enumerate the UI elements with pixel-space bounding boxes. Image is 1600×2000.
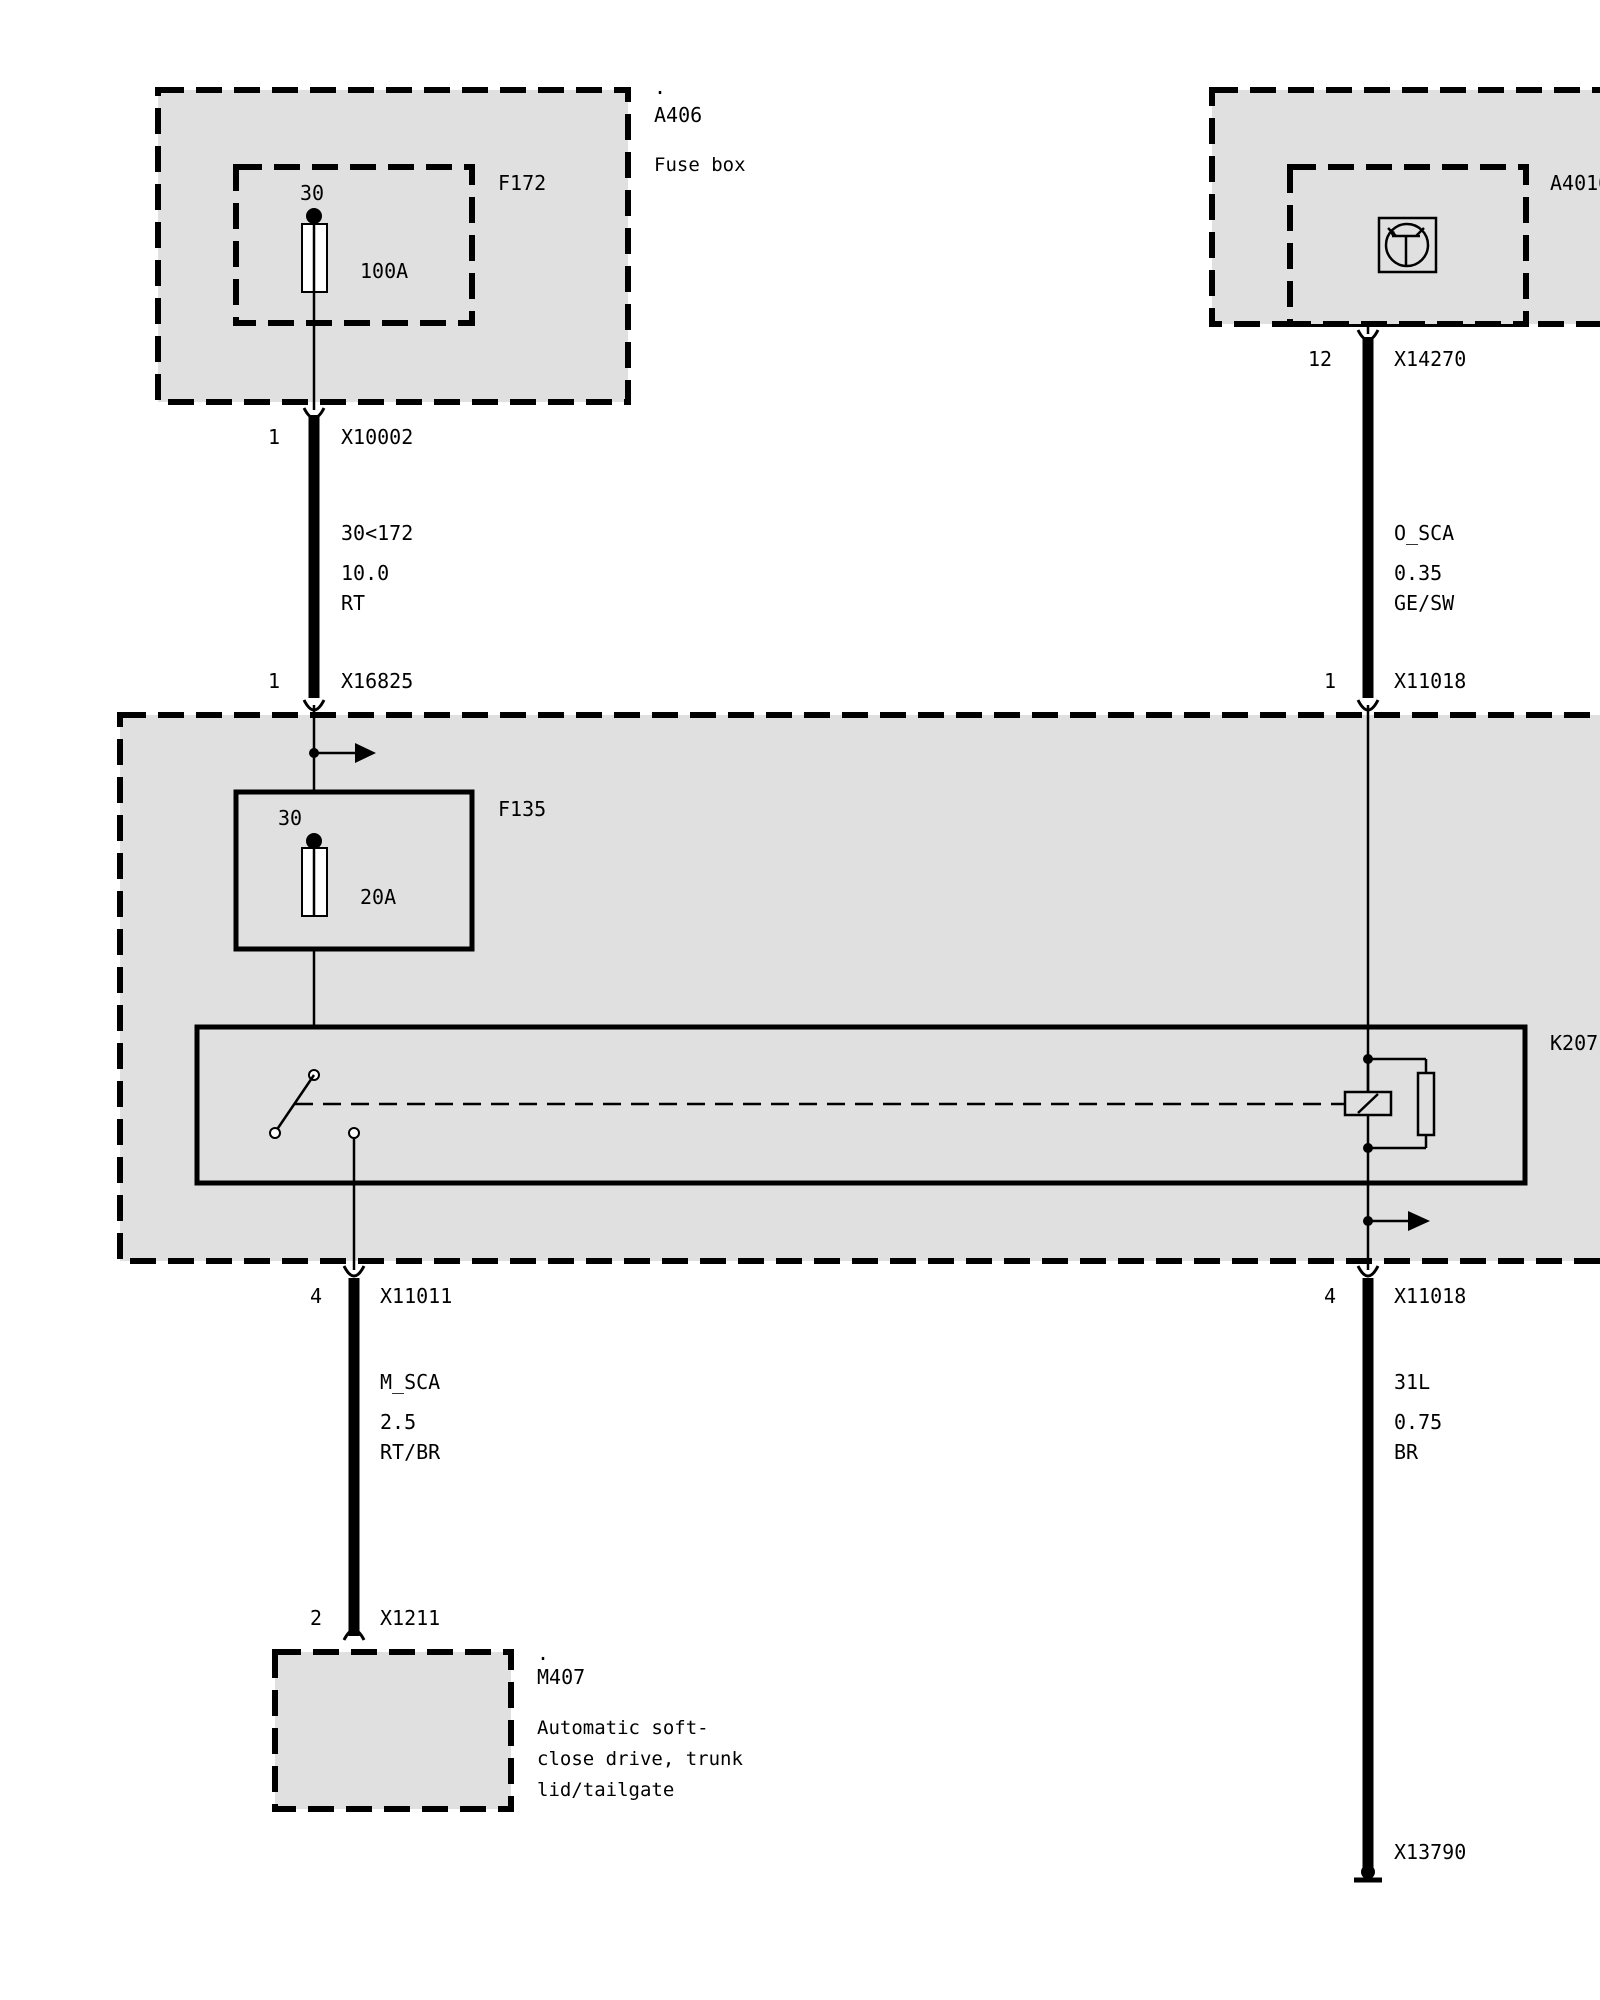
- m407-box: [272, 1649, 514, 1812]
- x11011-hook: [342, 1265, 366, 1278]
- f172-id: F172: [498, 171, 546, 195]
- x10002-pin: 1: [268, 425, 280, 449]
- connector-x14270: 12 X14270: [1308, 329, 1466, 371]
- x11011-id: X11011: [380, 1284, 452, 1308]
- relay-coil-icon: [1343, 1054, 1436, 1153]
- x14270-pin: 12: [1308, 347, 1332, 371]
- transistor-icon: [1377, 216, 1438, 274]
- f135-box: [233, 789, 475, 952]
- wire-31l-gauge: 0.75: [1394, 1410, 1442, 1434]
- x11018-top-id: X11018: [1394, 669, 1466, 693]
- x1211-id: X1211: [380, 1606, 440, 1630]
- arrow-right-icon: [1363, 1211, 1430, 1231]
- wire-o-sca-color: GE/SW: [1394, 591, 1455, 615]
- a406-id: A406: [654, 103, 702, 127]
- k207-id: K207: [1550, 1031, 1598, 1055]
- m407-name-line-1: Automatic soft-: [537, 1717, 709, 1739]
- x16825-pin: 1: [268, 669, 280, 693]
- wire-30-172-labels: 30<172 10.0 RT: [341, 521, 413, 615]
- connector-x16825: 1 X16825: [268, 669, 413, 693]
- a406-name: Fuse box: [654, 154, 746, 176]
- wire-31l-color: BR: [1394, 1440, 1419, 1464]
- wire-30-172-signal: 30<172: [341, 521, 413, 545]
- a406-dot: .: [654, 75, 666, 99]
- fuse-icon: [301, 833, 328, 917]
- x10002-id: X10002: [341, 425, 413, 449]
- x11018-bottom-pin: 4: [1324, 1284, 1336, 1308]
- connector-x13790: X13790: [1354, 1840, 1466, 1883]
- ground-icon: [1354, 1865, 1382, 1883]
- m407-id: M407: [537, 1665, 585, 1689]
- a4010-id: A4010: [1550, 171, 1600, 195]
- wire-30-172-color: RT: [341, 591, 365, 615]
- wire-31l-labels: 31L 0.75 BR: [1394, 1370, 1442, 1464]
- f135-id: F135: [498, 797, 546, 821]
- connector-x11011: 4 X11011: [310, 1284, 452, 1308]
- wire-m-sca-color: RT/BR: [380, 1440, 441, 1464]
- connector-x10002: 1 X10002: [268, 407, 413, 449]
- wire-o-sca-gauge: 0.35: [1394, 561, 1442, 585]
- m407-dot: .: [537, 1641, 549, 1665]
- wire-30-172-gauge: 10.0: [341, 561, 389, 585]
- x13790-id: X13790: [1394, 1840, 1466, 1864]
- wire-o-sca-labels: O_SCA 0.35 GE/SW: [1394, 521, 1455, 615]
- connector-x1211: 2 X1211: [310, 1606, 440, 1641]
- connector-x11018-bottom: 4 X11018: [1324, 1284, 1466, 1308]
- component-f172: F172 30 100A: [233, 164, 546, 326]
- f135-terminal: 30: [278, 806, 302, 830]
- x11018-bottom-id: X11018: [1394, 1284, 1466, 1308]
- x16825-id: X16825: [341, 669, 413, 693]
- x1211-pin: 2: [310, 1606, 322, 1630]
- component-k207: K207: [194, 1024, 1598, 1186]
- m407-name-line-2: close drive, trunk: [537, 1748, 743, 1770]
- component-m407: . M407 Automatic soft- close drive, trun…: [272, 1641, 743, 1812]
- x11011-pin: 4: [310, 1284, 322, 1308]
- wire-o-sca-signal: O_SCA: [1394, 521, 1454, 545]
- arrow-right-icon: [309, 743, 376, 763]
- x11018-bottom-hook: [1356, 1265, 1380, 1278]
- x11018-top-pin: 1: [1324, 669, 1336, 693]
- component-f135: F135 30 20A: [233, 789, 546, 952]
- f172-box: [233, 164, 475, 326]
- f135-rating: 20A: [360, 885, 396, 909]
- wire-31l-signal: 31L: [1394, 1370, 1430, 1394]
- wire-m-sca-gauge: 2.5: [380, 1410, 416, 1434]
- x14270-id: X14270: [1394, 347, 1466, 371]
- component-a4010: A4010: [1209, 87, 1600, 327]
- wire-m-sca-signal: M_SCA: [380, 1370, 440, 1394]
- wire-m-sca-labels: M_SCA 2.5 RT/BR: [380, 1370, 441, 1464]
- f172-rating: 100A: [360, 259, 408, 283]
- f172-terminal: 30: [300, 181, 324, 205]
- connector-x11018-top: 1 X11018: [1324, 669, 1466, 693]
- m407-name-line-3: lid/tailgate: [537, 1779, 674, 1801]
